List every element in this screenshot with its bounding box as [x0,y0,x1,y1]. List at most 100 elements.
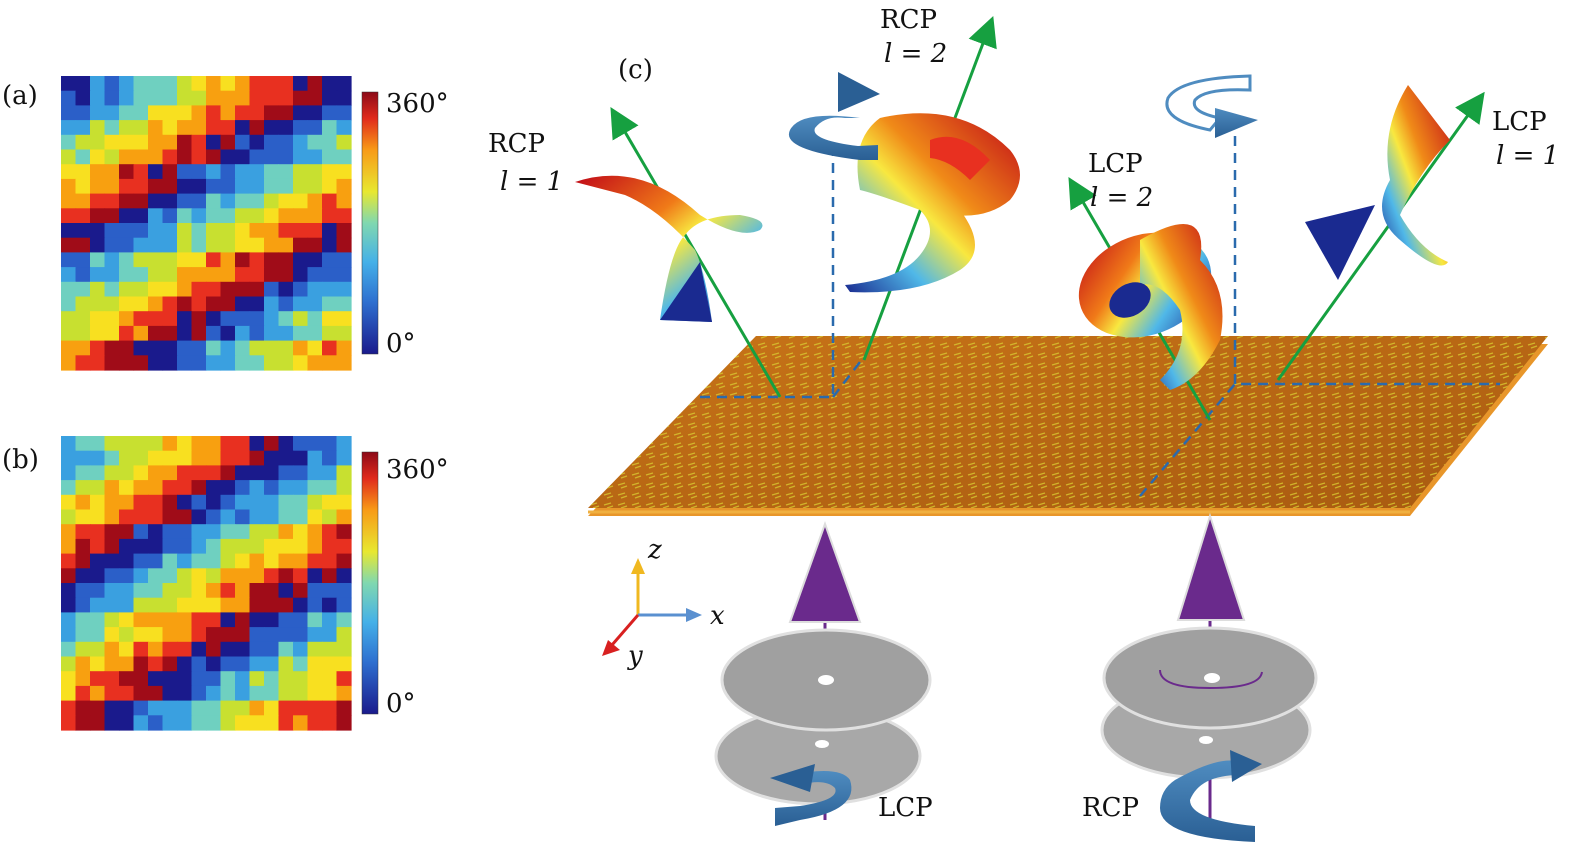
phase-cell [61,480,77,496]
phase-cell [278,509,294,525]
phase-cell [177,597,193,613]
phase-cell [133,524,149,540]
phase-cell [278,355,294,371]
phase-cell [293,612,309,628]
phase-cell [177,90,193,106]
phase-cell [322,208,338,224]
phase-cell [61,524,77,540]
phase-cell [133,509,149,525]
phase-cell [206,612,222,628]
phase-cell [104,641,120,658]
phase-cell [191,134,207,151]
phase-cell [307,178,323,195]
phase-cell [235,164,251,180]
phase-cell [191,164,207,180]
phase-cell [162,281,178,298]
phase-cell [148,509,164,525]
phase-cell [293,715,309,731]
phase-cell [307,494,323,511]
phase-cell [177,267,193,283]
phase-cell [177,105,193,121]
projection-guides [700,113,1500,497]
phase-cell [90,281,106,298]
phase-cell [75,715,91,731]
phase-cell [104,252,120,268]
phase-cell [336,105,352,121]
phase-cell [264,252,280,268]
phase-cell [119,700,135,716]
phase-cell [90,120,106,136]
phase-cell [191,480,207,496]
phase-cell [206,178,222,195]
phase-cell [191,325,207,342]
phase-cell [293,223,309,239]
phase-cell [177,480,193,496]
phase-cell [119,671,135,687]
phase-cell [90,612,106,628]
phase-cell [133,465,149,481]
phase-cell [90,509,106,525]
phase-cell [104,178,120,195]
phase-cell [336,480,352,496]
phase-cell [191,178,207,195]
phase-cell [249,524,265,540]
phase-cell [119,149,135,165]
phase-cell [148,193,164,209]
phase-cell [220,450,236,466]
phase-cell [162,311,178,327]
phase-cell [104,90,120,106]
phase-cell [293,450,309,466]
phase-cell [322,237,338,253]
phase-cell [235,311,251,327]
phase-cell [264,178,280,195]
phase-cell [264,465,280,481]
phase-cell [162,436,178,452]
phase-cell [119,436,135,452]
phase-cell [90,252,106,268]
phase-cell [191,208,207,224]
phase-cell [235,134,251,151]
phase-cell [336,509,352,525]
phase-cell [133,450,149,466]
phase-cell [220,149,236,165]
phase-cell [220,134,236,151]
phase-cell [119,252,135,268]
phase-cell [264,134,280,151]
phase-cell [177,494,193,511]
phase-cell [162,627,178,643]
phase-cell [61,509,77,525]
phase-cell [278,553,294,569]
phase-cell [249,208,265,224]
phase-cell [104,311,120,327]
phase-cell [133,340,149,356]
phase-cell [75,597,91,613]
phase-cell [177,524,193,540]
phase-cell [278,296,294,312]
phase-cell [177,193,193,209]
phase-cell [293,193,309,209]
phase-cell [119,90,135,106]
phase-cell [307,553,323,569]
phase-cell [104,436,120,452]
phase-cell [104,494,120,511]
phase-cell [90,223,106,239]
phase-cell [278,436,294,452]
phase-cell [133,267,149,283]
phase-cell [148,597,164,613]
phase-cell [235,568,251,584]
phase-cell [220,267,236,283]
phase-cell [220,641,236,658]
phase-cell [133,627,149,643]
phase-cell [90,700,106,716]
phase-cell [336,641,352,658]
phase-cell [90,436,106,452]
phase-cell [278,105,294,121]
phase-cell [162,193,178,209]
phase-cell [293,252,309,268]
phase-cell [104,450,120,466]
phase-cell [220,223,236,239]
phase-cell [206,355,222,371]
phase-cell [220,494,236,511]
phase-cell [162,553,178,569]
phase-cell [336,465,352,481]
